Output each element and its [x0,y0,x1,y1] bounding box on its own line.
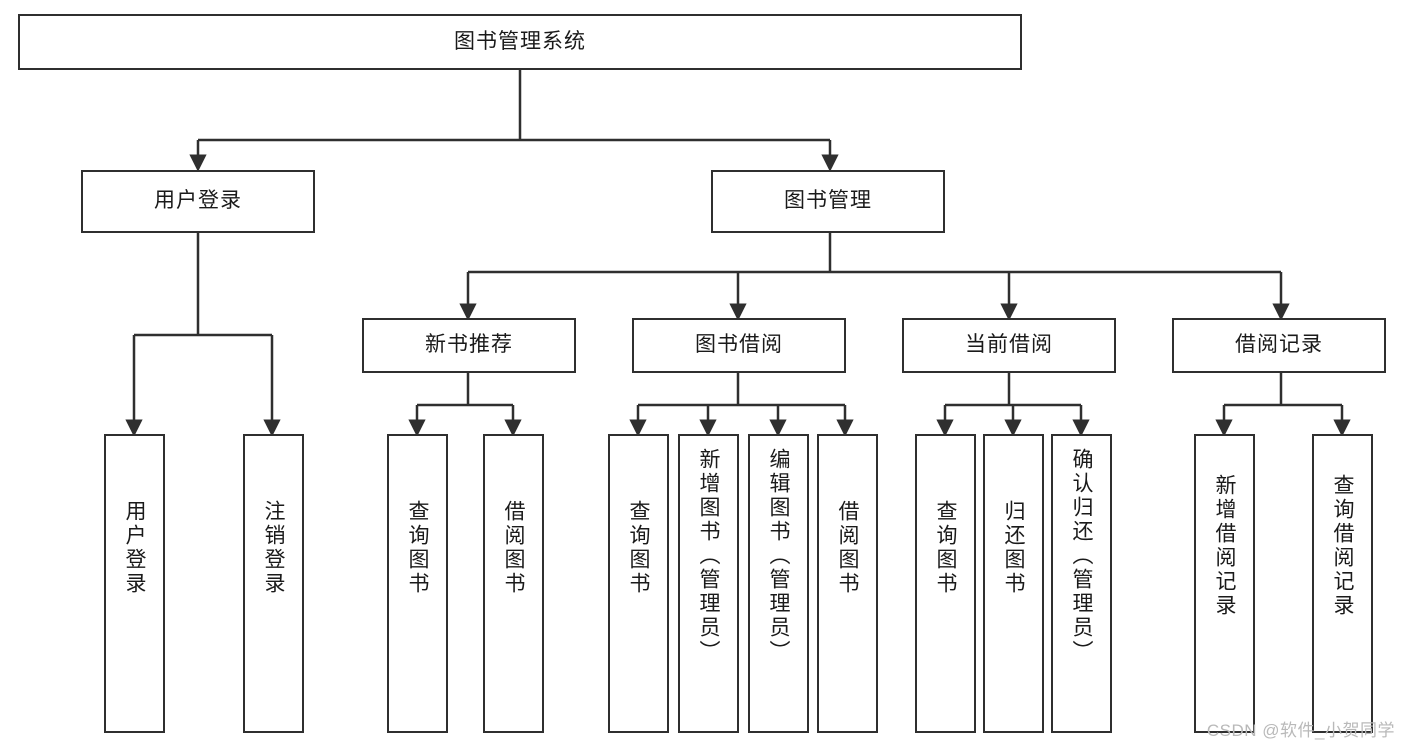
node-root[interactable]: 图书管理系统 [18,14,1022,70]
node-leaf-query-book-1[interactable]: 查询图书 [387,434,448,733]
node-leaf-user-login-label: 用户登录 [123,500,146,596]
node-book-manage-label: 图书管理 [784,189,872,213]
node-leaf-user-logout[interactable]: 注销登录 [243,434,304,733]
node-leaf-add-record-label: 新增借阅记录 [1213,474,1236,618]
node-leaf-query-book-1-label: 查询图书 [406,500,429,596]
node-book-borrow-label: 图书借阅 [695,333,783,357]
node-leaf-query-record[interactable]: 查询借阅记录 [1312,434,1373,733]
node-leaf-return-book[interactable]: 归还图书 [983,434,1044,733]
node-leaf-query-book-2-label: 查询图书 [627,500,650,596]
node-leaf-query-record-label: 查询借阅记录 [1331,474,1354,618]
node-leaf-edit-book[interactable]: 编辑图书（管理员） [748,434,809,733]
node-current-borrow[interactable]: 当前借阅 [902,318,1116,373]
node-current-borrow-label: 当前借阅 [965,333,1053,357]
node-leaf-edit-book-label: 编辑图书（管理员） [767,448,790,664]
node-leaf-user-logout-label: 注销登录 [262,500,285,596]
node-leaf-borrow-book-2[interactable]: 借阅图书 [817,434,878,733]
node-leaf-query-book-3[interactable]: 查询图书 [915,434,976,733]
node-leaf-borrow-book-1-label: 借阅图书 [502,500,525,596]
node-leaf-query-book-3-label: 查询图书 [934,500,957,596]
node-leaf-borrow-book-1[interactable]: 借阅图书 [483,434,544,733]
node-book-borrow[interactable]: 图书借阅 [632,318,846,373]
node-leaf-user-login[interactable]: 用户登录 [104,434,165,733]
node-new-book-rec-label: 新书推荐 [425,333,513,357]
node-borrow-record-label: 借阅记录 [1235,333,1323,357]
node-leaf-confirm-return[interactable]: 确认归还（管理员） [1051,434,1112,733]
node-leaf-query-book-2[interactable]: 查询图书 [608,434,669,733]
node-leaf-add-book[interactable]: 新增图书（管理员） [678,434,739,733]
node-borrow-record[interactable]: 借阅记录 [1172,318,1386,373]
node-leaf-return-book-label: 归还图书 [1002,500,1025,596]
node-leaf-confirm-return-label: 确认归还（管理员） [1070,448,1093,664]
node-leaf-borrow-book-2-label: 借阅图书 [836,500,859,596]
node-root-label: 图书管理系统 [454,29,586,53]
node-leaf-add-record[interactable]: 新增借阅记录 [1194,434,1255,733]
node-new-book-rec[interactable]: 新书推荐 [362,318,576,373]
node-book-manage[interactable]: 图书管理 [711,170,945,233]
node-user-login-label: 用户登录 [154,189,242,213]
node-user-login[interactable]: 用户登录 [81,170,315,233]
node-leaf-add-book-label: 新增图书（管理员） [697,448,720,664]
